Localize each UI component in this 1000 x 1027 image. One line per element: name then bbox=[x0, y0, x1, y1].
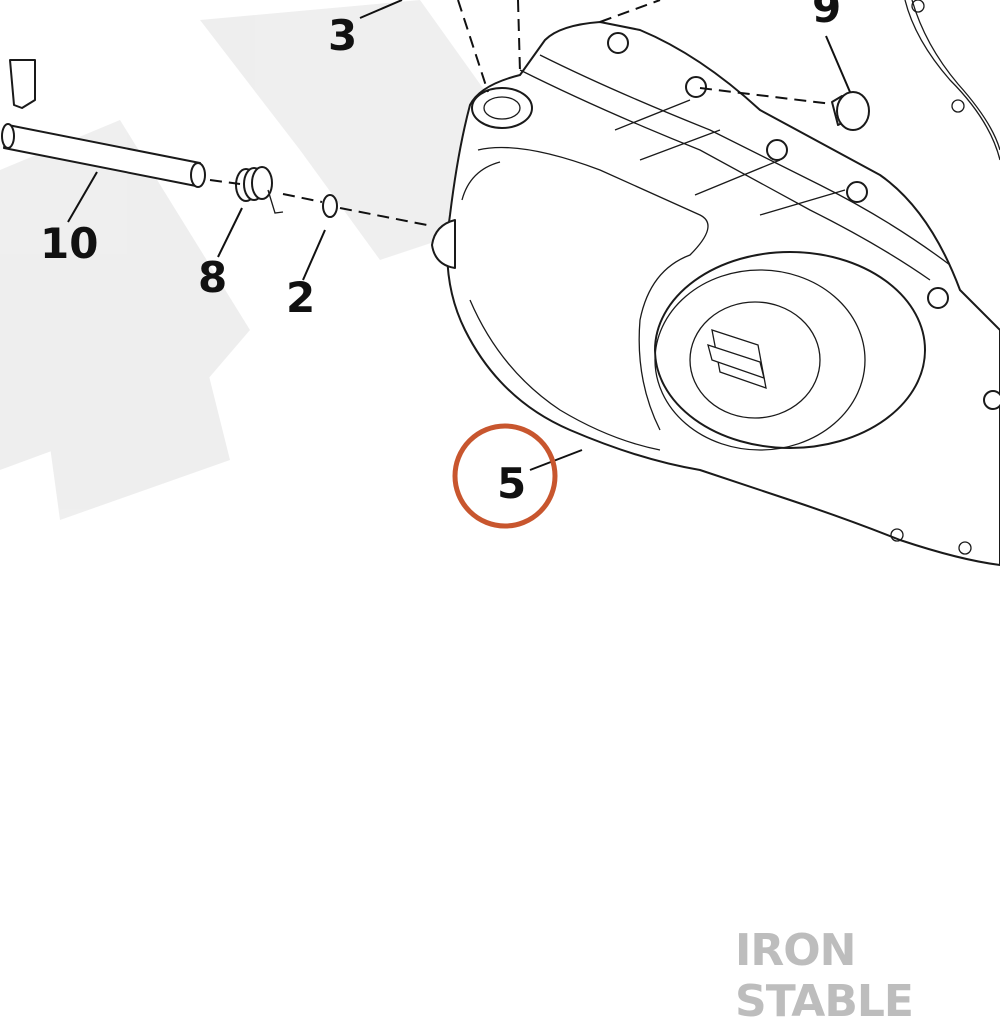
callout-10: 10 bbox=[40, 219, 98, 268]
gasket-hole bbox=[951, 99, 965, 113]
gasket-edge bbox=[904, 0, 1000, 161]
spring-part bbox=[235, 166, 284, 214]
primary-cover bbox=[431, 21, 1000, 566]
leader-line bbox=[302, 229, 326, 281]
highlight-circle bbox=[452, 423, 558, 529]
leader-line bbox=[359, 0, 403, 19]
parts-diagram: 3 9 10 8 2 5 bbox=[0, 0, 1000, 566]
alignment-line bbox=[339, 207, 433, 227]
callout-2: 2 bbox=[286, 273, 315, 322]
plug-part bbox=[831, 91, 870, 131]
background-logo-watermark bbox=[0, 0, 520, 520]
leader-line bbox=[217, 207, 243, 258]
leader-line bbox=[825, 35, 851, 93]
callout-3: 3 bbox=[328, 11, 357, 60]
leader-line bbox=[67, 171, 98, 223]
alignment-line bbox=[282, 193, 323, 203]
shift-shaft-part bbox=[1, 59, 206, 188]
gasket-hole bbox=[911, 0, 925, 13]
watermark-text: IRON STABLE bbox=[735, 925, 914, 1027]
alignment-line bbox=[517, 0, 521, 73]
callout-9: 9 bbox=[812, 0, 841, 32]
brand-shield-icon bbox=[707, 329, 767, 389]
alignment-line bbox=[599, 0, 661, 23]
washer-part bbox=[322, 194, 338, 218]
callout-8: 8 bbox=[198, 253, 227, 302]
leader-line bbox=[529, 449, 583, 471]
alignment-line bbox=[457, 0, 489, 93]
alignment-line bbox=[699, 87, 833, 105]
callout-5: 5 bbox=[497, 459, 526, 508]
alignment-line bbox=[209, 179, 241, 185]
